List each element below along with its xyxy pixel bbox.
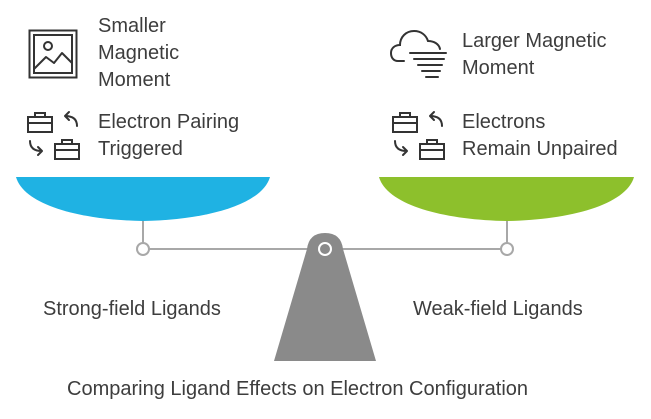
- cloud-wind-icon: [390, 29, 447, 78]
- left-pairing-line1: Electron Pairing: [98, 111, 240, 133]
- left-pan: [16, 177, 270, 221]
- left-outcome-line3: Moment: [98, 69, 171, 91]
- right-pairing-line1: Electrons: [462, 111, 546, 133]
- right-pairing-line2: Remain Unpaired: [462, 138, 618, 160]
- fulcrum-pivot: [318, 242, 332, 256]
- image-frame-icon: [28, 29, 78, 79]
- weak-field-ligands-label: Weak-field Ligands: [413, 298, 583, 320]
- toolbox-arrow-icon: [27, 111, 80, 160]
- left-pairing-line2: Triggered: [98, 138, 183, 160]
- right-pan: [379, 177, 634, 221]
- diagram-caption: Comparing Ligand Effects on Electron Con…: [67, 378, 529, 400]
- strong-field-ligands-label: Strong-field Ligands: [43, 298, 221, 320]
- toolbox-arrow-icon: [392, 111, 445, 160]
- left-beam-joint: [136, 242, 150, 256]
- left-outcome-line2: Magnetic: [98, 42, 180, 64]
- fulcrum: [274, 233, 376, 361]
- right-outcome-line2: Moment: [462, 57, 535, 79]
- left-outcome-line1: Smaller: [98, 15, 166, 37]
- right-beam-joint: [500, 242, 514, 256]
- right-outcome-line1: Larger Magnetic: [462, 30, 607, 52]
